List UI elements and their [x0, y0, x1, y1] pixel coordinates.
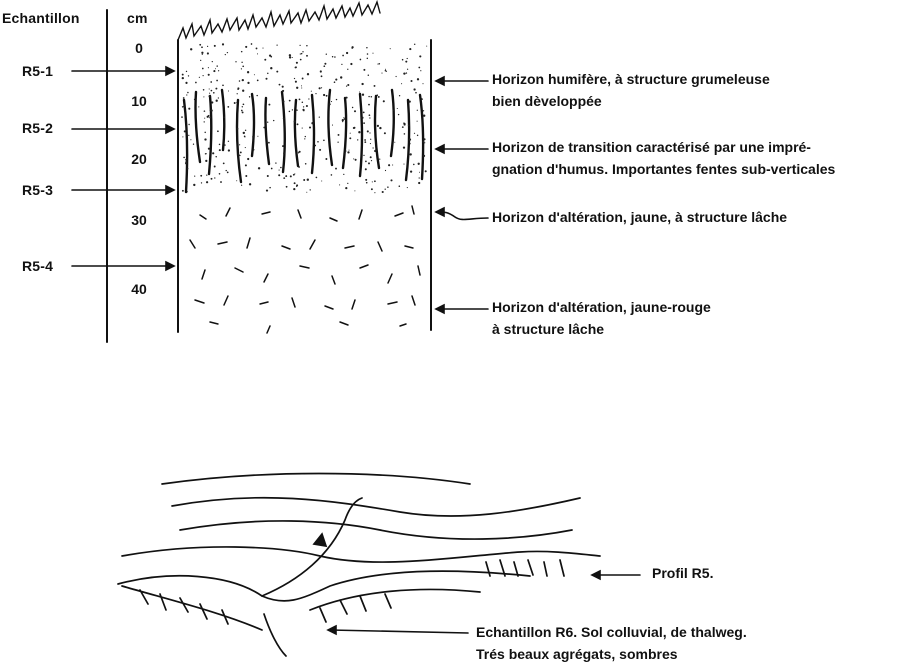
- alteration-dashes: [190, 206, 420, 333]
- landscape-sketch: [118, 474, 600, 657]
- landscape-arrows: [328, 571, 640, 634]
- humus-stipple: [181, 43, 427, 193]
- vertical-cracks: [184, 90, 423, 192]
- grass-tufts: [178, 2, 380, 40]
- horizon-arrows: [436, 77, 488, 313]
- sample-arrows: [72, 67, 174, 270]
